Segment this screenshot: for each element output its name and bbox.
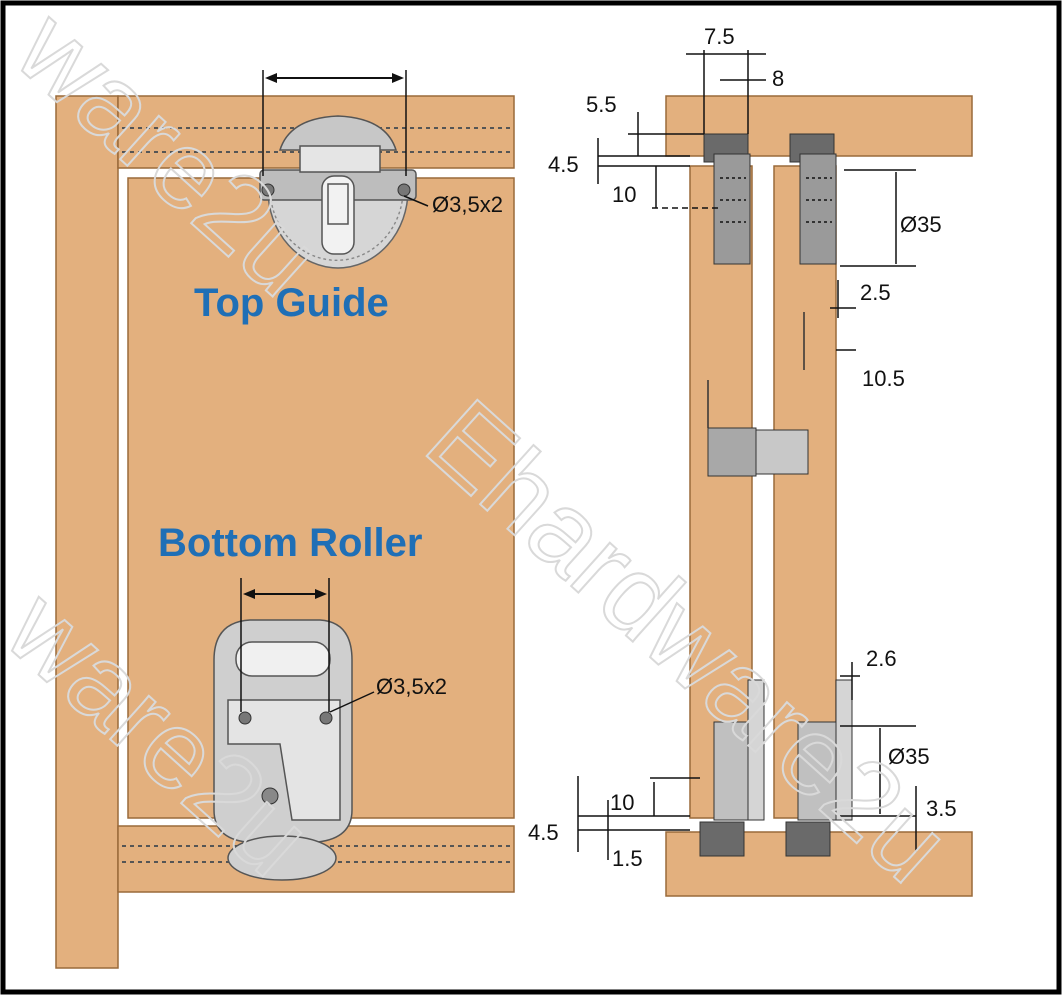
dim-35-top: Ø35: [900, 212, 942, 237]
dim-10-top: 10: [612, 182, 636, 207]
top-guide-front-section: [713, 153, 751, 265]
dim-10-bottom: 10: [610, 790, 634, 815]
dim-5-5: 5.5: [586, 92, 617, 117]
dim-35-bottom: Ø35: [888, 744, 930, 769]
bottom-roller-rear-section: [797, 721, 837, 821]
top-guide-rear-section: [799, 153, 837, 265]
bottom-roller-hardware: [213, 619, 353, 881]
door-stop-front: [707, 427, 757, 477]
dim-4-5-bottom: 4.5: [528, 820, 559, 845]
top-guide-hardware: [259, 115, 417, 269]
front-door-section: [689, 165, 753, 819]
dim-3-5: 3.5: [926, 796, 957, 821]
dim-2-5: 2.5: [860, 280, 891, 305]
dim-1-5: 1.5: [612, 846, 643, 871]
dim-2-6: 2.6: [866, 646, 897, 671]
bottom-roller-label: Bottom Roller: [158, 521, 422, 565]
bottom-track-rear: [785, 821, 831, 857]
dim-4-5-top: 4.5: [548, 152, 579, 177]
screw-size-top-label: Ø3,5x2: [432, 192, 503, 217]
bottom-track-front: [699, 821, 745, 857]
bottom-roller-front-section: [713, 721, 753, 821]
section-view: 7.5 8 5.5 4.5 10 Ø35 2.5 10.5 2.6 Ø35 10…: [528, 24, 973, 897]
door-stop-rear: [755, 429, 809, 475]
rear-door-section: [773, 165, 837, 819]
dim-10-5: 10.5: [862, 366, 905, 391]
cabinet-side-panel: [55, 95, 119, 969]
front-view: Ø3,5x2 Top Guide Bottom Roller Ø3,5x2: [55, 70, 515, 969]
top-guide-label: Top Guide: [194, 281, 389, 325]
dim-7-5: 7.5: [704, 24, 735, 49]
screw-size-bottom-label: Ø3,5x2: [376, 674, 447, 699]
dim-8: 8: [772, 66, 784, 91]
